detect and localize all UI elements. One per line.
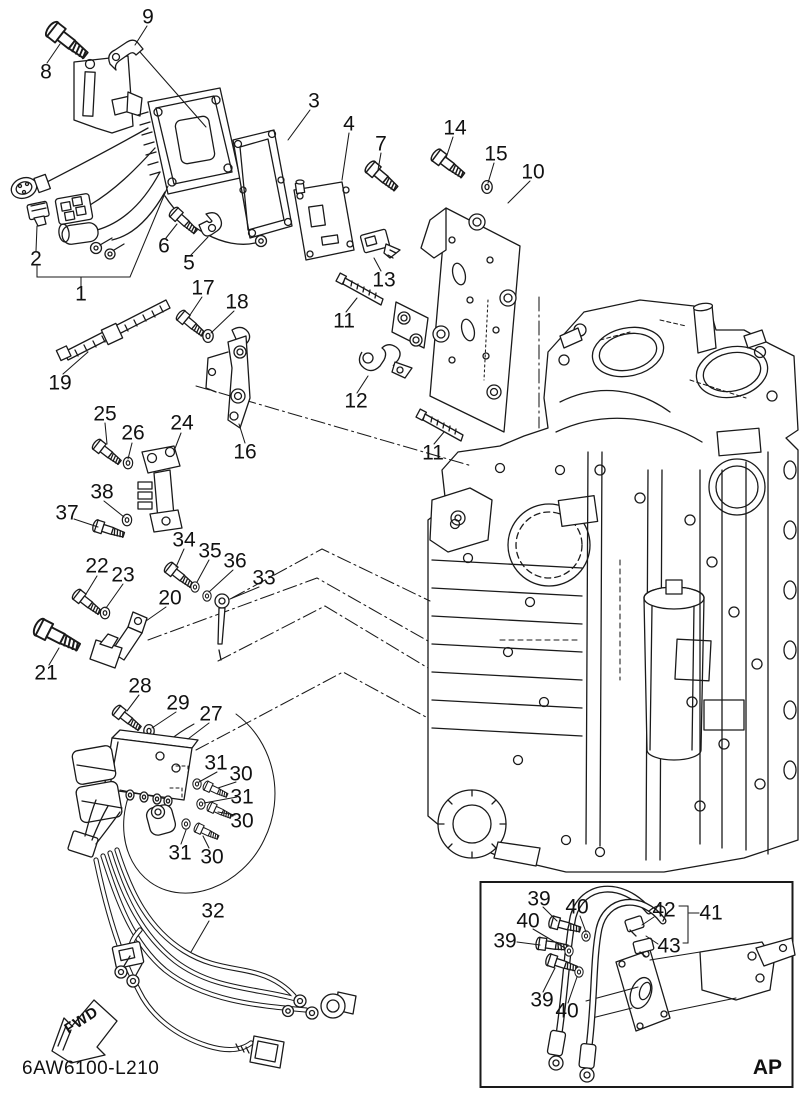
callout-5: 5	[183, 251, 195, 275]
link-rod-33	[214, 593, 230, 661]
callout-29: 29	[166, 691, 190, 715]
gasket-3	[232, 129, 293, 239]
inset-bracket	[585, 937, 796, 1032]
callout-14: 14	[443, 116, 467, 140]
bracket-10	[391, 207, 521, 433]
screw-28	[110, 703, 145, 734]
callout-42: 42	[652, 898, 676, 922]
drawing-code: 6AW6100-L210	[22, 1058, 160, 1079]
connector-2	[26, 200, 50, 227]
connector-13	[359, 228, 401, 259]
screw-6	[166, 205, 201, 237]
fasteners-30-31	[169, 765, 234, 843]
ecm-4	[293, 179, 355, 261]
callout-31: 31	[230, 785, 254, 809]
callout-31: 31	[204, 751, 228, 775]
fwd-arrow	[51, 999, 118, 1064]
callout-20: 20	[158, 586, 182, 610]
bolt-8	[42, 18, 93, 64]
clamp-12	[358, 344, 413, 379]
callout-9: 9	[142, 5, 154, 29]
callout-21: 21	[34, 661, 58, 685]
leader-lines	[35, 25, 700, 1004]
engine-block	[427, 299, 799, 873]
callout-8: 8	[40, 60, 52, 84]
washer-15	[481, 179, 493, 195]
callout-35: 35	[198, 539, 222, 563]
relay-assembly-27	[67, 729, 199, 858]
screw-11-lower	[415, 408, 464, 442]
callout-37: 37	[55, 501, 79, 525]
callout-23: 23	[111, 563, 135, 587]
bolt-21	[30, 615, 84, 657]
callout-34: 34	[172, 528, 196, 552]
callout-19: 19	[48, 371, 72, 395]
callout-28: 28	[128, 674, 152, 698]
battery-cables-41	[546, 885, 667, 1083]
screw-11-upper	[335, 272, 384, 306]
callout-25: 25	[93, 402, 117, 426]
callout-39: 39	[530, 988, 554, 1012]
callout-1: 1	[75, 282, 87, 306]
phantom-lines	[147, 296, 540, 751]
wire-harness-32	[93, 847, 357, 1069]
callout-7: 7	[375, 132, 387, 156]
callout-33: 33	[252, 566, 276, 590]
callout-40: 40	[565, 895, 589, 919]
bracket-16	[205, 326, 251, 429]
callout-11: 11	[422, 441, 444, 465]
callout-31: 31	[168, 841, 192, 865]
clamp-5	[198, 212, 223, 237]
callout-30: 30	[229, 762, 253, 786]
callout-3: 3	[308, 89, 320, 113]
callout-36: 36	[223, 549, 247, 573]
callout-43: 43	[657, 934, 681, 958]
callout-12: 12	[344, 389, 368, 413]
rectifier-regulator	[137, 87, 241, 195]
top-left-bracket	[73, 55, 143, 134]
callout-26: 26	[121, 421, 145, 445]
wire-harness-1	[10, 127, 268, 260]
callout-38: 38	[90, 480, 114, 504]
callout-40: 40	[516, 909, 540, 933]
callout-30: 30	[200, 845, 224, 869]
callout-39: 39	[493, 929, 517, 953]
callout-4: 4	[343, 112, 355, 136]
washer-38	[121, 513, 133, 527]
cable-tie-19	[55, 299, 171, 362]
callout-24: 24	[170, 411, 194, 435]
callout-22: 22	[85, 554, 109, 578]
washer-35	[190, 581, 200, 593]
callout-15: 15	[484, 142, 508, 166]
washer-18	[202, 328, 214, 344]
page-code: AP	[752, 1056, 782, 1079]
callout-16: 16	[233, 440, 257, 464]
callout-2: 2	[30, 247, 42, 271]
callout-30: 30	[230, 809, 254, 833]
callout-13: 13	[372, 268, 396, 292]
screw-7	[362, 158, 402, 195]
callout-32: 32	[201, 899, 225, 923]
callout-40: 40	[555, 999, 579, 1023]
callout-39: 39	[527, 887, 551, 911]
washer-23	[99, 606, 111, 620]
callout-18: 18	[225, 290, 249, 314]
callout-11: 11	[333, 309, 355, 333]
callout-6: 6	[158, 234, 170, 258]
screw-37	[90, 518, 127, 542]
callout-10: 10	[521, 160, 545, 184]
bracket-24	[137, 445, 183, 533]
callout-27: 27	[199, 702, 223, 726]
washer-36	[202, 590, 212, 602]
callout-17: 17	[191, 276, 215, 300]
callout-41: 41	[699, 901, 723, 925]
bracket-20	[89, 611, 148, 669]
